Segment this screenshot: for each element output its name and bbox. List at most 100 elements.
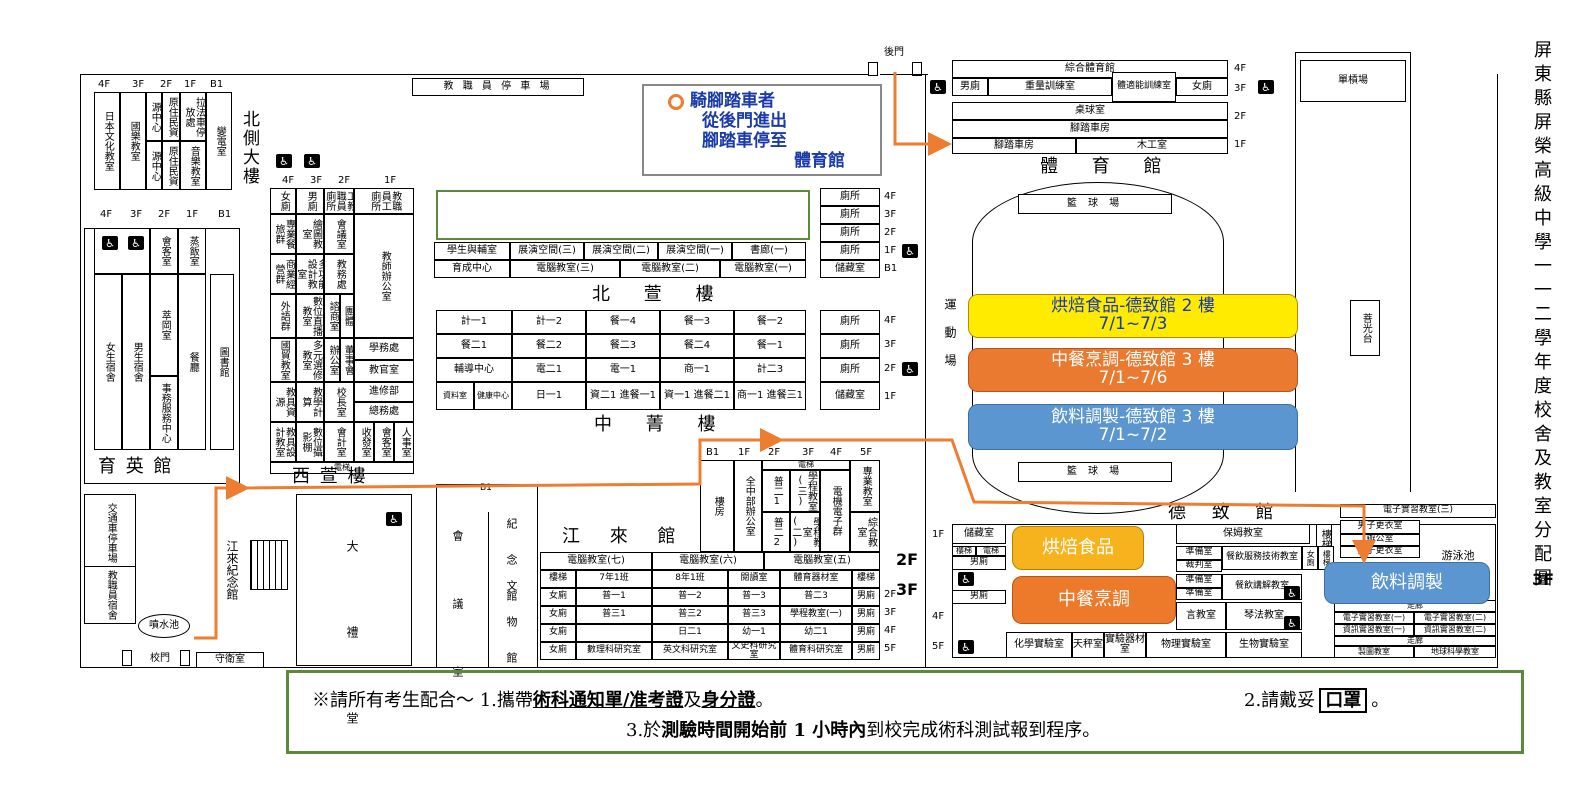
memorial-hall: 紀 念 館 <box>505 518 518 607</box>
dezhi-prep-3: 準備室 <box>1176 588 1222 600</box>
room-tools-design: 教具設計教室 <box>270 422 296 462</box>
dezhi-lab-equipment: 實驗器材室 <box>1104 632 1146 658</box>
dezhi-drafting: 製圖教室 <box>1334 646 1414 658</box>
room-source-1: 源中心 <box>146 92 162 141</box>
room-counseling-center: 輔導中心 <box>436 358 512 382</box>
room-ri1-1: 日一1 <box>512 382 586 410</box>
accessible-icon: ♿ <box>958 572 974 586</box>
dezhi-pool: 游泳池 <box>1441 549 1475 563</box>
jianglai-memorial-hall: 江來紀念館 <box>225 540 239 600</box>
sports-bike-room-2: 腳踏車房 <box>952 138 1076 154</box>
accessible-icon: ♿ <box>1258 80 1274 94</box>
room-shang1-1: 商一1 <box>660 358 734 382</box>
comp-room-7: 電腦教室(七) <box>540 552 652 570</box>
notice-prefix: ※請所有考生配合～ 1.攜帶 <box>312 690 533 711</box>
room-label-baking-floor: 2F <box>896 550 919 569</box>
yuying-outline <box>84 228 240 484</box>
field-name: 運動場 <box>943 298 957 382</box>
notice-item2-row: 2.請戴妥口罩。 <box>1244 686 1389 713</box>
room-music: 音樂教室 <box>180 141 206 190</box>
traffic-parking: 交通車停車場 <box>105 503 117 563</box>
comp-room-6: 電腦教室(六) <box>652 552 764 570</box>
room-languages: 外語群 <box>270 294 296 338</box>
accessible-icon: ♿ <box>930 80 946 94</box>
room-office: 辦公室 <box>324 338 340 382</box>
room-label-beverage-floor: 3F <box>1532 570 1555 589</box>
room-can2-1: 餐二1 <box>436 334 512 358</box>
room-military: 教官室 <box>354 360 414 382</box>
dezhi-elec-3: 電子實習教室(三) <box>1340 504 1496 518</box>
room-business-group: 商業經營群 <box>270 254 296 294</box>
room-incubation: 育成中心 <box>434 260 510 278</box>
dezhi-name: 德 致 館 <box>1168 502 1284 523</box>
room-west-women-wc: 女廁 <box>270 188 296 214</box>
route-main-lane <box>243 428 784 490</box>
jianglai-cell: 女廁 <box>540 588 576 606</box>
route-to-dezhi <box>778 438 1376 564</box>
sports-women-wc: 女廁 <box>1176 78 1228 96</box>
room-book-gallery: 書廊(一) <box>732 242 806 260</box>
room-affairs-center: 事務服務中心 <box>150 376 178 450</box>
room-elec-group: 電機電子群 <box>820 470 850 552</box>
room-can1-1: 餐一1 <box>734 334 806 358</box>
room-cuigang: 萃岡室 <box>150 274 178 376</box>
room-exhibit-2: 展演空間(二) <box>584 242 658 260</box>
room-lafa-parking: 拉法車停放處 <box>180 92 206 141</box>
event-cooking-title: 中餐烹調-德致館 3 樓 <box>1051 350 1215 371</box>
bicycle-line-3: 腳踏車停至 <box>702 131 787 151</box>
room-health-center: 健康中心 <box>474 382 512 410</box>
west-elevator: 電梯 <box>270 462 414 474</box>
jianglai-cell: 體育器材室 <box>780 570 852 588</box>
zhongqing-wc-2f: 廁所 <box>820 358 880 382</box>
yuying-name: 育 英 館 <box>98 456 174 477</box>
jianglai-cell: 普一2 <box>652 588 728 606</box>
b1-label: B1 <box>480 483 492 493</box>
conference-room: 會 議 室 <box>451 530 464 699</box>
room-program-3: 學程教室(三) <box>790 470 820 512</box>
room-chinese-music: 國樂教室 <box>120 92 146 190</box>
dezhi-elec-1: 電子實習教室(一) <box>1334 612 1414 624</box>
room-dian1-1: 電一1 <box>586 358 660 382</box>
jianglai-elevator: 電梯 <box>762 460 850 470</box>
dezhi-nanny-room: 保姆教室 <box>1176 524 1310 544</box>
route-back-gate <box>893 72 952 156</box>
bicycle-line-2: 從後門進出 <box>702 111 787 131</box>
room-student-affairs: 學務處 <box>354 338 414 360</box>
notice-item3b: 測驗時間開始前 1 小時內 <box>661 720 867 741</box>
room-library: 圖書館 <box>210 274 234 450</box>
bicycle-line-4: 體育館 <box>794 151 845 171</box>
notice-line-1: ※請所有考生配合～ 1.攜帶術科通知單/准考證及身分證。 <box>312 686 773 712</box>
event-cooking-date: 7/1~7/6 <box>1098 368 1168 388</box>
jianglai-cell: 幼二1 <box>780 624 852 642</box>
jianglai-cell: 男廁 <box>852 642 880 660</box>
room-teacher-office: 教師辦公室 <box>354 214 414 338</box>
notice-mask: 口罩 <box>1319 688 1368 713</box>
room-staff-wc: 工教職員廁所 <box>324 188 354 214</box>
dezhi-chemistry: 化學實驗室 <box>1006 632 1072 658</box>
accessible-icon: ♿ <box>128 236 144 250</box>
jianglai-cell: 英文科研究室 <box>652 642 728 660</box>
dezhi-biology: 生物實驗室 <box>1226 632 1302 658</box>
jianglai-cell: 普一3 <box>728 588 780 606</box>
room-multi-design: 多功能設計教室 <box>296 254 324 294</box>
right-top <box>1295 52 1410 53</box>
route-main-gate <box>194 476 250 640</box>
room-staff-wc-2: 教職員工廁所 <box>354 188 414 214</box>
guangxin-stage: 菩光台 <box>1350 300 1380 356</box>
room-general: 綜合教室 <box>850 512 880 552</box>
guard-room: 守衛室 <box>196 652 264 668</box>
room-boys-dorm: 男生宿舍 <box>122 274 150 450</box>
sports-hall-name: 體 育 館 <box>1040 156 1176 177</box>
jianglai-cell: 男廁 <box>852 624 880 642</box>
event-baking-date: 7/1~7/3 <box>1098 314 1168 334</box>
fountain: 噴水池 <box>138 614 190 638</box>
room-specialized: 專業教室 <box>850 460 880 512</box>
dezhi-stairs-2: 樓梯 <box>952 546 976 556</box>
room-guest: 會客室 <box>150 228 178 274</box>
accessible-icon: ♿ <box>902 362 918 376</box>
dezhi-men-wc-2f: 男廁 <box>952 556 1006 570</box>
staff-parking-top: 教 職 員 停 車 場 <box>412 78 584 96</box>
beixuan-wc-4f: 廁所 <box>820 188 880 206</box>
room-girls-dorm: 女生宿舍 <box>94 274 122 450</box>
